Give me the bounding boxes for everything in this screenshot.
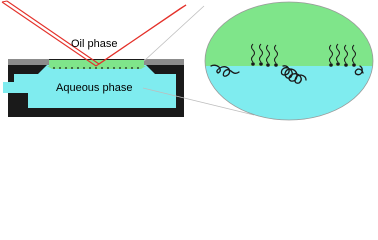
zoom-ellipse bbox=[205, 2, 373, 120]
zoom-aqueous-phase bbox=[205, 66, 373, 120]
surfactant-molecules bbox=[251, 43, 356, 64]
zoom-ellipse-outline bbox=[204, 1, 374, 121]
interface-dots bbox=[53, 67, 139, 69]
polymer-chain-right bbox=[354, 65, 364, 76]
polymer-chain-middle bbox=[280, 65, 307, 84]
zoom-guides bbox=[142, 5, 255, 116]
polymer-chains bbox=[210, 64, 364, 84]
measurement-cell bbox=[3, 59, 184, 117]
top-plate-left bbox=[8, 59, 49, 65]
beam-incident bbox=[1, 0, 100, 67]
oil-phase-label: Oil phase bbox=[71, 38, 117, 50]
polymer-chain-left bbox=[210, 64, 240, 77]
surfactant-heads bbox=[251, 62, 356, 67]
aqueous-region bbox=[3, 65, 176, 108]
top-plate-right bbox=[144, 59, 184, 65]
oil-layer bbox=[47, 60, 146, 69]
interface-diagram: Oil phase Aqueous phase bbox=[1, 0, 374, 121]
beam-reflected bbox=[95, 4, 187, 67]
aqueous-phase-label: Aqueous phase bbox=[56, 82, 132, 94]
